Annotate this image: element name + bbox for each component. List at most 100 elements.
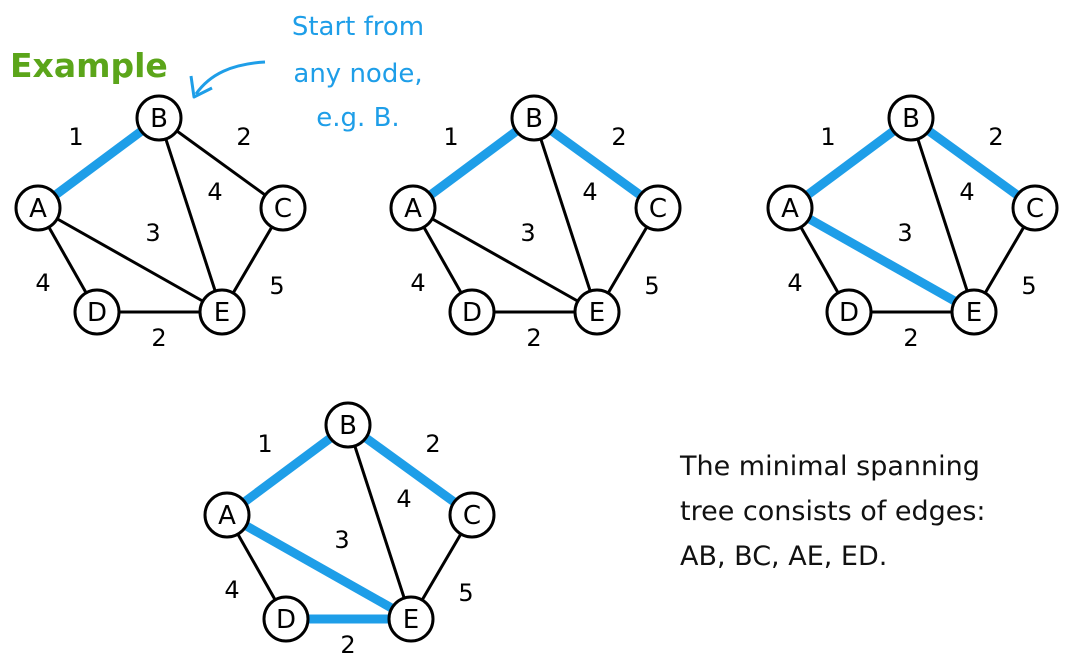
node-a [203, 491, 251, 539]
conclusion-line-1: The minimal spanning [679, 451, 980, 482]
node-d [825, 288, 873, 336]
node-label-d: D [839, 298, 859, 328]
annotation-line-3: e.g. B. [316, 103, 399, 133]
conclusion: The minimal spanning tree consists of ed… [679, 451, 986, 572]
edge-b-e [346, 424, 413, 620]
node-label-b: B [339, 411, 357, 441]
edge-a-b-highlighted [224, 421, 351, 519]
weight-b-c: 2 [425, 430, 440, 458]
node-label-e: E [403, 605, 419, 635]
annotation-arrowhead [189, 75, 213, 99]
weight-a-b: 1 [257, 430, 272, 458]
edge-b-c [158, 116, 284, 210]
weight-b-e: 4 [207, 178, 222, 206]
node-label-b: B [525, 104, 543, 134]
weight-c-e: 5 [644, 272, 659, 300]
weight-b-c: 2 [236, 123, 251, 151]
weight-a-e: 3 [334, 526, 349, 554]
node-b [324, 401, 372, 449]
edge-b-e [532, 117, 599, 313]
conclusion-line-2: tree consists of edges: [680, 496, 986, 527]
edge-a-e [37, 206, 223, 314]
node-c [634, 184, 682, 232]
weight-a-e: 3 [520, 219, 535, 247]
weight-a-b: 1 [443, 123, 458, 151]
node-label-a: A [781, 194, 799, 224]
node-label-e: E [589, 298, 605, 328]
node-a [766, 184, 814, 232]
annotation-line-1: Start from [292, 12, 424, 42]
edge-a-b-highlighted [410, 114, 537, 212]
weight-d-e: 2 [526, 324, 541, 352]
node-label-a: A [29, 194, 47, 224]
edge-b-e [157, 117, 224, 313]
example-title: Example [10, 46, 168, 85]
node-label-d: D [276, 605, 296, 635]
edge-b-c-highlighted [345, 421, 475, 519]
node-label-c: C [274, 194, 292, 224]
edge-a-b-highlighted [787, 114, 914, 212]
node-label-a: A [218, 501, 236, 531]
node-d [448, 288, 496, 336]
edge-a-b-highlighted [35, 114, 162, 212]
node-label-d: D [87, 298, 107, 328]
weight-b-e: 4 [582, 178, 597, 206]
weight-c-e: 5 [1021, 272, 1036, 300]
node-d [262, 595, 310, 643]
node-b [887, 94, 935, 142]
weight-a-b: 1 [820, 123, 835, 151]
node-a [14, 184, 62, 232]
weight-c-e: 5 [458, 579, 473, 607]
node-label-b: B [902, 104, 920, 134]
edge-a-e-highlighted [224, 511, 414, 623]
weight-a-d: 4 [224, 576, 239, 604]
edge-b-c-highlighted [908, 114, 1038, 212]
node-label-d: D [462, 298, 482, 328]
weight-a-e: 3 [897, 219, 912, 247]
weight-b-e: 4 [396, 485, 411, 513]
weight-d-e: 2 [340, 631, 355, 659]
node-e [387, 595, 435, 643]
node-a [389, 184, 437, 232]
annotation-arrow [194, 60, 266, 95]
node-c [448, 491, 496, 539]
node-e [573, 288, 621, 336]
edge-a-e-highlighted [787, 204, 977, 316]
node-label-c: C [1026, 194, 1044, 224]
weight-a-e: 3 [145, 219, 160, 247]
weight-b-c: 2 [611, 123, 626, 151]
node-c [1011, 184, 1059, 232]
weight-a-d: 4 [35, 269, 50, 297]
weight-a-d: 4 [787, 269, 802, 297]
node-label-e: E [966, 298, 982, 328]
node-b [510, 94, 558, 142]
node-label-b: B [150, 104, 168, 134]
node-b [135, 94, 183, 142]
weight-d-e: 2 [903, 324, 918, 352]
annotation-line-2: any node, [293, 59, 422, 89]
node-label-a: A [404, 194, 422, 224]
weight-c-e: 5 [269, 272, 284, 300]
weight-d-e: 2 [151, 324, 166, 352]
weight-b-c: 2 [988, 123, 1003, 151]
edge-a-e [412, 206, 598, 314]
conclusion-line-3: AB, BC, AE, ED. [680, 541, 887, 572]
weight-a-d: 4 [410, 269, 425, 297]
node-e [198, 288, 246, 336]
node-label-e: E [214, 298, 230, 328]
node-label-c: C [649, 194, 667, 224]
node-e [950, 288, 998, 336]
edge-b-c-highlighted [531, 114, 661, 212]
annotation: Start from any node, e.g. B. [189, 12, 424, 133]
edge-b-e [909, 117, 976, 313]
node-d [73, 288, 121, 336]
weight-b-e: 4 [959, 178, 974, 206]
node-label-c: C [463, 501, 481, 531]
